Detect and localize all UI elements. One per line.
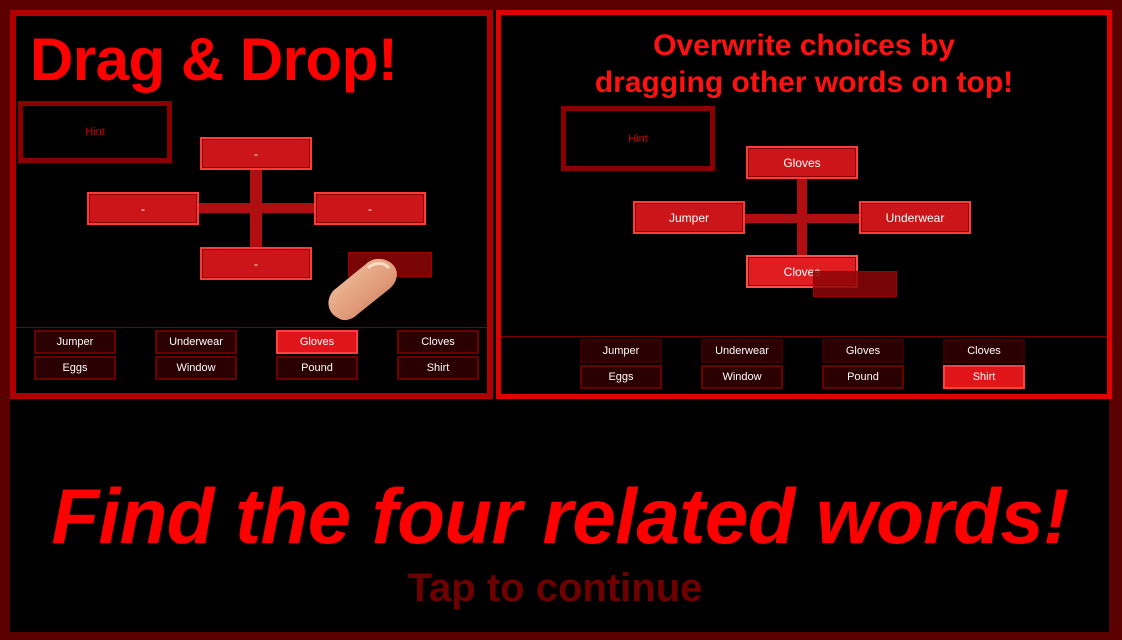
right-tray-divider <box>501 336 1107 337</box>
right-slot-left-label: Jumper <box>668 210 709 225</box>
left-title: Drag & Drop! <box>30 26 398 93</box>
right-word-cloves[interactable]: Cloves <box>943 339 1025 363</box>
right-slot-right-label: Underwear <box>885 210 945 225</box>
right-word-jumper-label: Jumper <box>602 345 640 357</box>
right-slot-left[interactable]: Jumper <box>633 201 745 234</box>
right-word-cloves-label: Cloves <box>967 345 1001 357</box>
tap-to-continue[interactable]: Tap to continue <box>407 566 703 610</box>
left-word-underwear[interactable]: Underwear <box>155 330 237 354</box>
left-word-window-label: Window <box>176 362 216 374</box>
left-hint-button[interactable]: Hint <box>18 101 172 163</box>
right-slot-right[interactable]: Underwear <box>859 201 971 234</box>
finger-pointer-icon <box>328 258 397 321</box>
left-tray-divider <box>16 327 487 328</box>
right-title-line1: Overwrite choices by <box>653 29 955 62</box>
left-word-pound-label: Pound <box>301 362 333 374</box>
left-word-eggs-label: Eggs <box>62 362 88 374</box>
right-slot-top-label: Gloves <box>783 155 821 170</box>
left-word-gloves-label: Gloves <box>299 336 335 348</box>
right-word-gloves[interactable]: Gloves <box>822 339 904 363</box>
left-tutorial-panel: Drag & Drop! Hint - - - - Jumper Underwe… <box>10 10 493 399</box>
right-word-pound[interactable]: Pound <box>822 365 904 389</box>
right-tutorial-panel: Overwrite choices by dragging other word… <box>496 10 1112 399</box>
right-word-eggs-label: Eggs <box>608 371 634 383</box>
right-word-pound-label: Pound <box>847 371 879 383</box>
left-word-pound[interactable]: Pound <box>276 356 358 380</box>
right-word-eggs[interactable]: Eggs <box>580 365 662 389</box>
left-word-underwear-label: Underwear <box>169 336 223 348</box>
left-word-shirt[interactable]: Shirt <box>397 356 479 380</box>
right-word-gloves-label: Gloves <box>845 345 881 357</box>
right-slot-top[interactable]: Gloves <box>746 146 858 179</box>
right-title-line2: dragging other words on top! <box>594 66 1014 99</box>
left-slot-bottom[interactable]: - <box>200 247 312 280</box>
left-connector-horizontal <box>196 203 316 213</box>
right-word-shirt-label: Shirt <box>972 371 996 383</box>
right-hint-label: Hint <box>628 132 648 145</box>
left-word-eggs[interactable]: Eggs <box>34 356 116 380</box>
left-slot-right-label: - <box>368 201 372 216</box>
left-hint-label: Hint <box>85 126 105 138</box>
right-hint-button[interactable]: Hint <box>561 106 715 171</box>
left-slot-left-label: - <box>141 201 145 216</box>
right-word-underwear[interactable]: Underwear <box>701 339 783 363</box>
left-slot-top[interactable]: - <box>200 137 312 170</box>
right-word-shirt[interactable]: Shirt <box>943 365 1025 389</box>
right-word-underwear-label: Underwear <box>715 345 769 357</box>
left-slot-right[interactable]: - <box>314 192 426 225</box>
left-word-cloves-label: Cloves <box>421 336 455 348</box>
right-dragged-word[interactable] <box>813 271 897 297</box>
right-connector-horizontal <box>743 214 861 223</box>
left-word-shirt-label: Shirt <box>426 362 450 374</box>
right-slot-bottom-label: Cloves <box>783 264 821 279</box>
left-slot-bottom-label: - <box>254 256 258 271</box>
left-word-jumper-label: Jumper <box>56 336 94 348</box>
left-slot-left[interactable]: - <box>87 192 199 225</box>
left-connector-vertical <box>250 170 262 256</box>
right-word-jumper[interactable]: Jumper <box>580 339 662 363</box>
right-word-window[interactable]: Window <box>701 365 783 389</box>
left-word-window[interactable]: Window <box>155 356 237 380</box>
left-slot-top-label: - <box>254 146 258 161</box>
right-word-window-label: Window <box>722 371 762 383</box>
left-word-jumper[interactable]: Jumper <box>34 330 116 354</box>
left-word-gloves[interactable]: Gloves <box>276 330 358 354</box>
left-word-cloves[interactable]: Cloves <box>397 330 479 354</box>
headline: Find the four related words! <box>51 472 1069 560</box>
